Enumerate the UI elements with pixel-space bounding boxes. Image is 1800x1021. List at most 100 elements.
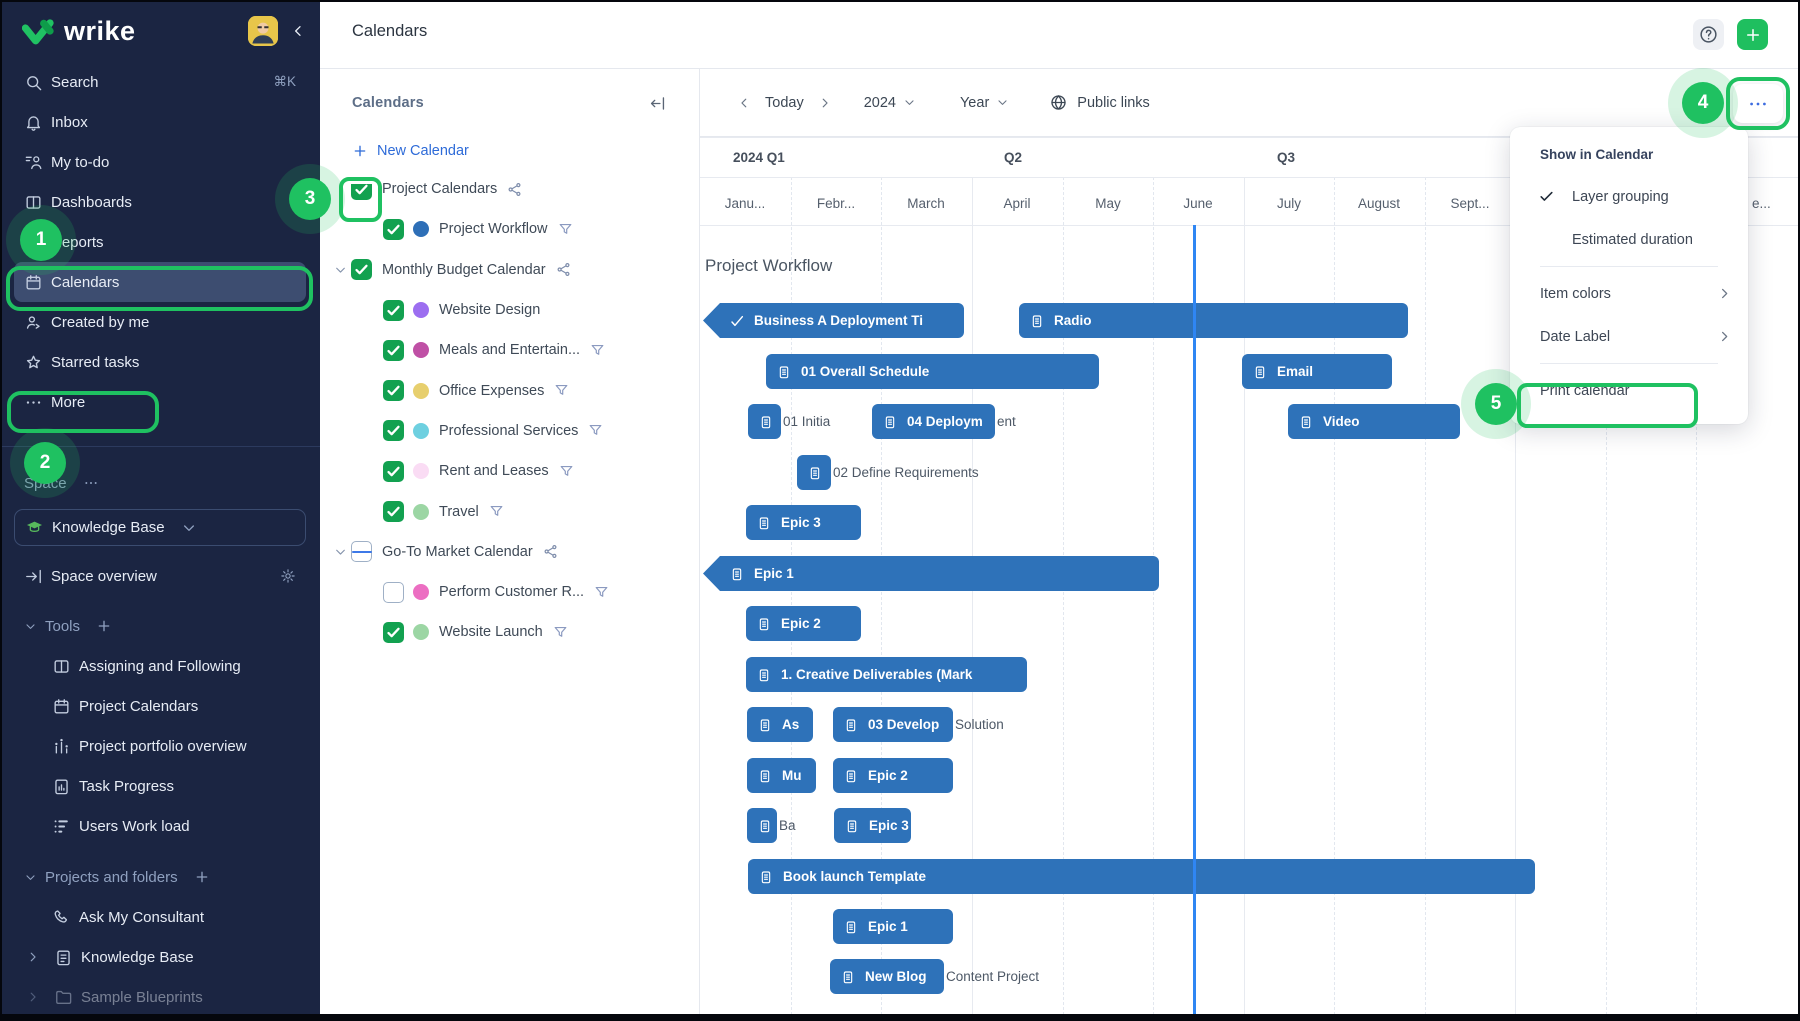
calendar-checkbox[interactable] xyxy=(383,621,404,643)
sidebar-item-my-to-do[interactable]: My to-do xyxy=(14,142,306,182)
calendar-checkbox[interactable] xyxy=(383,299,404,321)
task-bar[interactable]: Epic 2 xyxy=(833,758,953,793)
calendar-tree-row[interactable]: Project Calendars xyxy=(320,169,699,209)
share-icon[interactable] xyxy=(555,261,572,278)
calendar-tree-row[interactable]: Go-To Market Calendar xyxy=(320,532,699,572)
sidebar-item-search[interactable]: Search⌘K xyxy=(14,62,306,102)
sidebar-item-knowledge-base[interactable]: Knowledge Base xyxy=(14,937,306,977)
help-button[interactable] xyxy=(1693,19,1724,50)
calendar-tree-row[interactable]: Rent and Leases xyxy=(320,451,699,491)
sidebar-space-card[interactable]: Knowledge Base xyxy=(14,509,306,546)
task-bar[interactable]: Business A Deployment Ti xyxy=(703,303,964,338)
calendar-tree-row[interactable]: Website Launch xyxy=(320,612,699,652)
menu-item-date-label[interactable]: Date Label xyxy=(1510,315,1748,358)
calendar-checkbox[interactable] xyxy=(383,420,404,442)
next-icon[interactable] xyxy=(818,96,832,110)
task-bar[interactable]: 1. Creative Deliverables (Mark xyxy=(746,657,1027,692)
task-bar[interactable] xyxy=(747,808,777,843)
task-bar[interactable]: Book launch Template xyxy=(748,859,1535,894)
task-bar[interactable]: Epic 2 xyxy=(746,606,861,641)
task-bar[interactable]: Email xyxy=(1242,354,1392,389)
calendar-tree-row[interactable]: Meals and Entertain... xyxy=(320,330,699,370)
plus-icon[interactable] xyxy=(194,869,210,885)
sidebar-item-project-calendars[interactable]: Project Calendars xyxy=(14,686,306,726)
menu-item-item-colors[interactable]: Item colors xyxy=(1510,272,1748,315)
wrike-logo[interactable]: wrike xyxy=(22,16,248,47)
calendar-tree-row[interactable]: Perform Customer R... xyxy=(320,572,699,612)
create-button[interactable] xyxy=(1737,19,1768,50)
sidebar-item-assigning-and-following[interactable]: Assigning and Following xyxy=(14,646,306,686)
more-options-button[interactable] xyxy=(1733,84,1783,123)
task-bar[interactable]: Radio xyxy=(1019,303,1408,338)
filter-icon[interactable] xyxy=(553,382,570,399)
calendar-checkbox[interactable] xyxy=(383,218,404,240)
sidebar-item-inbox[interactable]: Inbox xyxy=(14,102,306,142)
menu-item-layer-grouping[interactable]: Layer grouping xyxy=(1510,175,1748,218)
calendar-checkbox[interactable] xyxy=(351,178,372,200)
share-icon[interactable] xyxy=(506,181,523,198)
task-bar[interactable]: New Blog xyxy=(830,959,944,994)
prev-icon[interactable] xyxy=(737,96,751,110)
calendar-checkbox[interactable] xyxy=(351,541,372,563)
calendar-checkbox[interactable] xyxy=(351,259,372,281)
filter-icon[interactable] xyxy=(552,624,569,641)
task-bar[interactable]: Epic 3 xyxy=(746,505,861,540)
sidebar-item-starred-tasks[interactable]: Starred tasks xyxy=(14,342,306,382)
sidebar-section-space[interactable]: Space xyxy=(14,463,306,503)
task-bar[interactable]: 04 Deploym xyxy=(872,404,995,439)
plus-icon[interactable] xyxy=(96,618,112,634)
task-bar[interactable]: As xyxy=(747,707,813,742)
task-bar[interactable]: Mu xyxy=(747,758,816,793)
calendar-checkbox[interactable] xyxy=(383,581,404,603)
task-bar[interactable]: Video xyxy=(1288,404,1460,439)
filter-icon[interactable] xyxy=(593,584,610,601)
sidebar-item-reports[interactable]: Reports xyxy=(14,222,306,262)
task-bar[interactable]: 03 Develop xyxy=(833,707,953,742)
gear-icon[interactable] xyxy=(280,568,296,584)
filter-icon[interactable] xyxy=(587,422,604,439)
task-bar[interactable]: 01 Overall Schedule xyxy=(766,354,1099,389)
sidebar-item-sample-blueprints[interactable]: Sample Blueprints xyxy=(14,977,306,1017)
calendar-checkbox[interactable] xyxy=(383,339,404,361)
sidebar-item-dashboards[interactable]: Dashboards xyxy=(14,182,306,222)
calendar-tree-row[interactable]: Monthly Budget Calendar xyxy=(320,250,699,290)
calendar-tree-row[interactable]: Professional Services xyxy=(320,411,699,451)
menu-item-estimated-duration[interactable]: Estimated duration xyxy=(1510,218,1748,261)
chevron-down-icon[interactable] xyxy=(330,263,351,277)
chevron-down-icon[interactable] xyxy=(330,182,351,196)
task-bar[interactable] xyxy=(748,404,781,439)
task-bar[interactable] xyxy=(797,455,831,490)
new-calendar-button[interactable]: New Calendar xyxy=(320,137,699,169)
filter-icon[interactable] xyxy=(558,463,575,480)
calendar-checkbox[interactable] xyxy=(383,460,404,482)
sidebar-item-created-by-me[interactable]: Created by me xyxy=(14,302,306,342)
sidebar-section-tools[interactable]: Tools xyxy=(14,606,306,646)
calendar-tree-row[interactable]: Project Workflow xyxy=(320,209,699,249)
sidebar-item-users-work-load[interactable]: Users Work load xyxy=(14,806,306,846)
filter-icon[interactable] xyxy=(557,221,574,238)
today-button[interactable]: Today xyxy=(765,94,804,111)
sidebar-item-more[interactable]: More xyxy=(14,382,306,422)
sidebar-item-calendars[interactable]: Calendars xyxy=(14,262,306,302)
calendar-tree-row[interactable]: Website Design xyxy=(320,290,699,330)
sidebar-item-space-overview[interactable]: Space overview xyxy=(14,556,306,596)
filter-icon[interactable] xyxy=(589,342,606,359)
sidebar-item-project-portfolio-overview[interactable]: Project portfolio overview xyxy=(14,726,306,766)
calendar-tree-row[interactable]: Travel xyxy=(320,491,699,531)
chev-down-icon[interactable] xyxy=(181,520,197,536)
zoom-select[interactable]: Year xyxy=(960,95,1009,111)
task-bar[interactable]: Epic 1 xyxy=(703,556,1159,591)
calendar-checkbox[interactable] xyxy=(383,501,404,523)
chevron-down-icon[interactable] xyxy=(330,545,351,559)
task-bar[interactable]: Epic 1 xyxy=(833,909,953,944)
filter-icon[interactable] xyxy=(488,503,505,520)
sidebar-section-projects-and-folders[interactable]: Projects and folders xyxy=(14,857,306,897)
avatar[interactable] xyxy=(248,16,278,46)
calendar-tree-row[interactable]: Office Expenses xyxy=(320,370,699,410)
menu-item-print-calendar[interactable]: Print calendar xyxy=(1510,369,1748,412)
sidebar-item-ask-my-consultant[interactable]: Ask My Consultant xyxy=(14,897,306,937)
share-icon[interactable] xyxy=(542,543,559,560)
calendar-checkbox[interactable] xyxy=(383,380,404,402)
sidebar-collapse-icon[interactable] xyxy=(290,23,306,39)
dots-icon[interactable] xyxy=(83,475,99,491)
